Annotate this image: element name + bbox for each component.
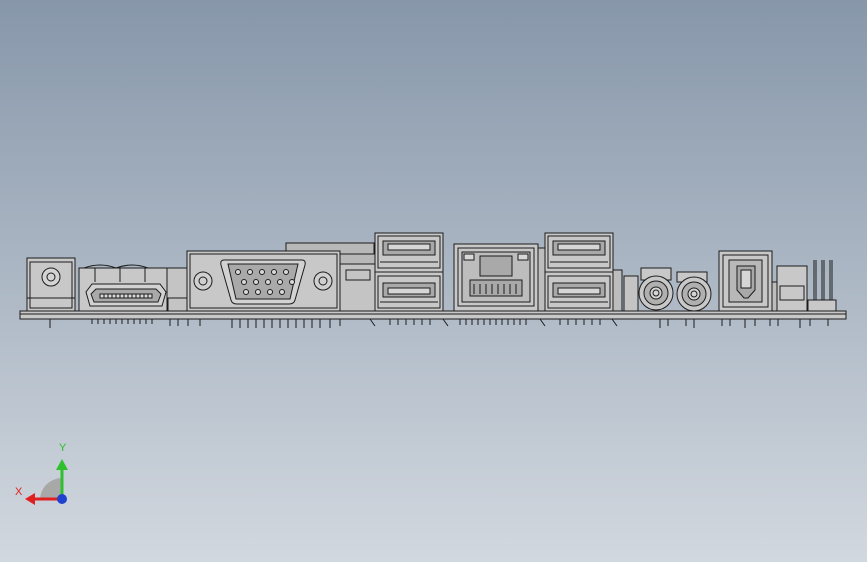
usb-stack-right bbox=[544, 232, 614, 312]
usb-stack-left bbox=[374, 232, 444, 312]
x-arrowhead bbox=[25, 493, 35, 505]
vga-port bbox=[186, 250, 341, 312]
audio-jack-left bbox=[623, 267, 674, 312]
audio-jack-right bbox=[676, 271, 712, 312]
x-axis-label: X bbox=[15, 486, 23, 498]
z-axis-dot bbox=[57, 494, 67, 504]
pin-header bbox=[776, 260, 837, 312]
solder-pins bbox=[49, 318, 829, 328]
dc-power-jack bbox=[26, 257, 76, 312]
y-arrowhead bbox=[56, 459, 68, 470]
rj45-ethernet-port bbox=[453, 243, 539, 312]
y-axis-label: Y bbox=[59, 442, 67, 454]
pcb-board bbox=[19, 310, 847, 320]
coordinate-triad bbox=[25, 459, 68, 505]
board-drawing bbox=[19, 232, 847, 328]
hdmi-port bbox=[78, 264, 168, 312]
optical-spdif-port bbox=[718, 250, 773, 312]
